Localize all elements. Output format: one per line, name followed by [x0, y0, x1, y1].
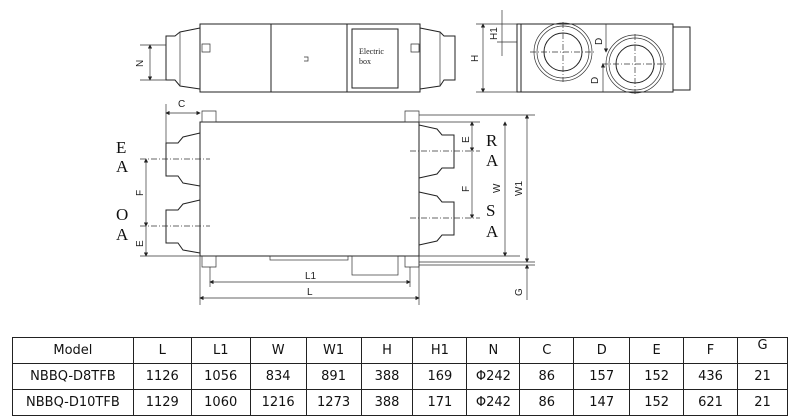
dimension-label: Electric — [359, 47, 384, 56]
dimension-label: W — [492, 183, 503, 193]
dimension-label: F — [135, 190, 146, 196]
table-cell: E — [629, 337, 685, 364]
table-cell: 1056 — [190, 363, 251, 390]
dimension-label: A — [116, 225, 129, 244]
table-cell: Φ242 — [466, 363, 521, 390]
table-cell: 86 — [519, 363, 575, 390]
front-view: Electric box N — [135, 23, 456, 93]
table-cell: 388 — [360, 389, 414, 416]
table-cell: 1060 — [190, 389, 251, 416]
table-cell: 86 — [519, 389, 575, 416]
dimension-label: A — [486, 222, 499, 241]
dimension-label: C — [178, 99, 185, 110]
table-cell: 891 — [305, 363, 362, 390]
table-cell: 1216 — [249, 389, 307, 416]
port-label-ea: E — [116, 138, 126, 157]
electric-box — [351, 28, 399, 89]
table-cell: D — [573, 337, 631, 364]
table-cell: 157 — [573, 363, 631, 390]
dimension-label: box — [359, 57, 371, 66]
dimension-label: A — [486, 151, 499, 170]
table-cell: W — [249, 337, 307, 364]
table-cell: 21 — [737, 389, 788, 416]
table-cell: 1273 — [305, 389, 362, 416]
table-cell: 834 — [249, 363, 307, 390]
port-label-ra: R — [486, 131, 498, 150]
table-cell: NBBQ-D8TFB — [12, 363, 134, 390]
table-cell: 169 — [412, 363, 468, 390]
dimension-label: L1 — [305, 271, 317, 282]
table-cell: 621 — [683, 389, 738, 416]
dimension-label: H — [470, 55, 481, 62]
table-cell: 152 — [629, 389, 685, 416]
table-cell: L — [132, 337, 192, 364]
dimension-label: F — [461, 186, 472, 192]
table-cell: 147 — [573, 389, 631, 416]
dimension-label: N — [135, 60, 146, 67]
table-cell: H1 — [412, 337, 468, 364]
port-label-sa: S — [486, 201, 495, 220]
table-cell: L1 — [190, 337, 251, 364]
dimension-label: E — [135, 240, 146, 247]
table-cell: F — [683, 337, 738, 364]
table-cell: Φ242 — [466, 389, 521, 416]
dimension-label: H1 — [489, 27, 500, 40]
table-cell: Model — [12, 337, 134, 364]
dimension-label: G — [514, 288, 525, 296]
table-cell: NBBQ-D10TFB — [12, 389, 134, 416]
dimension-label: E — [461, 136, 472, 143]
side-view: H H1 D D — [470, 10, 691, 94]
table-cell: 21 — [737, 363, 788, 390]
table-cell: C — [519, 337, 575, 364]
table-cell: 388 — [360, 363, 414, 390]
table-cell: 1126 — [132, 363, 192, 390]
table-cell: 436 — [683, 363, 738, 390]
dimension-drawing: Electric box N H H1 D D — [116, 10, 691, 305]
dimension-label: D — [590, 77, 601, 84]
plan-view: C F E E F W W1 G L1 L E A O A R — [116, 99, 535, 305]
table-cell: W1 — [305, 337, 362, 364]
table-cell: H — [360, 337, 414, 364]
dimension-label: W1 — [514, 181, 525, 196]
table-cell: 152 — [629, 363, 685, 390]
table-cell: 171 — [412, 389, 468, 416]
port-label-oa: O — [116, 205, 128, 224]
table-cell: 1129 — [132, 389, 192, 416]
dimension-label: A — [116, 157, 129, 176]
table-cell: N — [466, 337, 521, 364]
table-cell: G — [737, 337, 788, 364]
dimension-label: D — [594, 38, 605, 45]
dimension-label: L — [307, 287, 313, 298]
